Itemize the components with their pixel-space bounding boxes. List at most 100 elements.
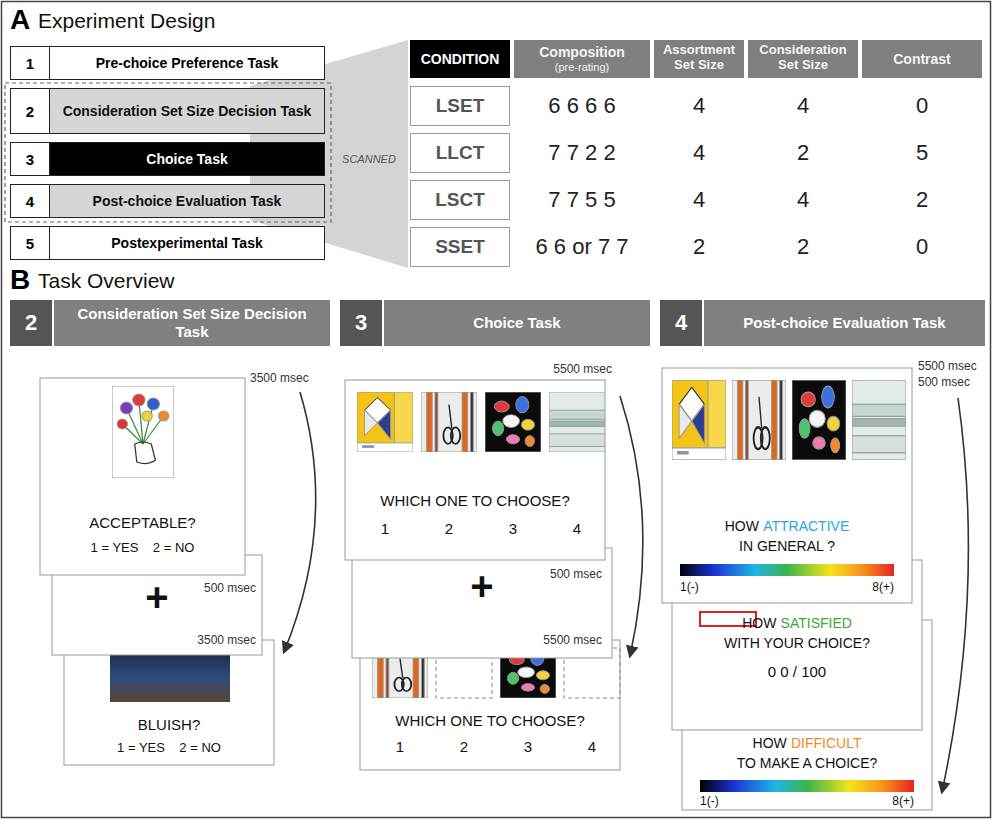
screen-stack: [357, 392, 413, 452]
screen-line: HOWATTRACTIVE: [662, 518, 912, 535]
table-header-cell: [654, 40, 744, 78]
step-name-text: Consideration Set Size Decision Task: [60, 305, 324, 341]
step-name: Consideration Set Size Decision Task: [54, 300, 330, 346]
screen-stack: [360, 640, 620, 770]
screen-line: WHICH ONE TO CHOOSE?: [360, 712, 620, 730]
screen-card: ACCEPTABLE? 1 = YES 2 = NO: [40, 378, 245, 575]
screen-text: ACCEPTABLE?: [89, 514, 195, 531]
screen-line: HOWDIFFICULT: [682, 735, 932, 752]
screen-text: 2: [445, 520, 453, 538]
step-name: Postexperimental Task: [50, 227, 324, 259]
screen-text: WHICH ONE TO CHOOSE?: [380, 492, 569, 509]
table-cell: 7 7 2 2: [514, 140, 650, 165]
step-number: 2: [11, 89, 50, 133]
step-name: Post-choice Evaluation Task: [704, 300, 985, 346]
screen-stack: [112, 386, 174, 478]
table-header: Composition: [514, 44, 650, 60]
table-header: (pre-rating): [514, 61, 650, 74]
screen-text: 3: [524, 738, 532, 756]
screen-text: HOW: [725, 518, 759, 534]
condition-text: LLCT: [436, 142, 485, 164]
step-number-text: 3: [26, 151, 34, 168]
table-header-cell: [748, 40, 858, 78]
table-cell: 4: [748, 93, 858, 118]
step-number: 3: [11, 143, 50, 175]
table-cell: 7 7 5 5: [514, 187, 650, 212]
task-box: 2 Consideration Set Size Decision Task: [10, 88, 325, 134]
table-cell: 0: [862, 234, 982, 259]
screen-text: HOW: [753, 735, 787, 751]
step-number-text: 1: [26, 55, 34, 72]
table-header: Assortment Set Size: [654, 43, 744, 73]
step-name: Choice Task: [50, 143, 324, 175]
screen-text: WITH YOUR CHOICE?: [724, 635, 870, 651]
condition-text: CONDITION: [421, 51, 500, 67]
screen-stack: [680, 564, 894, 576]
screen-card: HOWATTRACTIVEIN GENERAL ?1(-)8(+): [662, 368, 912, 603]
screen-stack: [40, 378, 245, 575]
step-name-text: Postexperimental Task: [111, 235, 262, 252]
timing-label: 5500 msec: [540, 363, 612, 377]
step-number-text: 5: [26, 235, 34, 252]
screen-stack: [549, 392, 605, 452]
screen-line: 0 0 / 100: [672, 663, 922, 681]
timing-label: 3500 msec: [250, 372, 316, 386]
screen-text: ATTRACTIVE: [763, 518, 849, 534]
step-name: Post-choice Evaluation Task: [50, 185, 324, 217]
condition-cell: LLCT: [410, 133, 510, 173]
step-name-text: Choice Task: [146, 151, 227, 168]
condition-cell: CONDITION: [410, 40, 510, 78]
screen-text: HOW: [742, 615, 776, 631]
screen-text: 0 0 / 100: [768, 663, 826, 680]
screen-line: IN GENERAL ?: [662, 538, 912, 555]
screen-text: 1(-): [680, 580, 699, 594]
step-number: 2: [10, 300, 54, 346]
screen-text: IN GENERAL ?: [739, 538, 835, 554]
section-title: A: [10, 4, 40, 36]
screen-stack: [352, 548, 612, 658]
timing-label: 5500 msec: [530, 634, 602, 648]
sequence-arrow: [284, 392, 316, 652]
task-box: 5 Postexperimental Task: [10, 226, 325, 260]
timing-label: 3500 msec: [188, 634, 256, 648]
scanned-label: SCANNED: [334, 153, 404, 166]
condition-text: SSET: [435, 236, 485, 258]
step-number-text: 2: [26, 103, 34, 120]
screen-stack: [732, 380, 786, 460]
sequence-arrow: [284, 392, 968, 792]
step-name: Choice Task: [384, 300, 650, 346]
condition-cell: LSCT: [410, 180, 510, 220]
step-number: 1: [11, 47, 50, 79]
screen-text: 4: [573, 520, 581, 538]
step-name-text: Post-choice Evaluation Task: [93, 193, 282, 210]
step-number: 4: [660, 300, 704, 346]
step-name-text: Post-choice Evaluation Task: [743, 314, 945, 332]
table-cell: 0: [862, 93, 982, 118]
screen-text: 1(-): [700, 794, 719, 808]
table-cell: 4: [654, 140, 744, 165]
screen-text: 1: [396, 738, 404, 756]
step-number-text: 4: [26, 193, 34, 210]
sequence-arrow: [620, 396, 643, 656]
step-number: 5: [11, 227, 50, 259]
screen-text: 3: [509, 520, 517, 538]
screen-line: WITH YOUR CHOICE?: [672, 635, 922, 652]
panel-header: 2Consideration Set Size Decision Task: [10, 300, 330, 346]
step-name-text: Consideration Set Size Decision Task: [63, 103, 312, 120]
screen-stack: [662, 368, 912, 603]
timing-label: 500 msec: [530, 568, 602, 582]
table-header-cell: [514, 40, 982, 78]
screen-line: 1 = YES 2 = NO: [40, 540, 245, 556]
screen-stack: [485, 392, 541, 452]
table-cell: 5: [862, 140, 982, 165]
screen-card: WHICH ONE TO CHOOSE?1234: [360, 640, 620, 770]
table-cell: 6 6 or 7 7: [514, 234, 650, 259]
task-box: 1 Pre-choice Preference Task: [10, 46, 325, 80]
step-name-text: Pre-choice Preference Task: [96, 55, 279, 72]
screen-text: 8(+): [892, 794, 914, 808]
step-name: Consideration Set Size Decision Task: [50, 89, 324, 133]
table-cell: 6 6 6 6: [514, 93, 650, 118]
screen-line: ACCEPTABLE?: [40, 514, 245, 532]
